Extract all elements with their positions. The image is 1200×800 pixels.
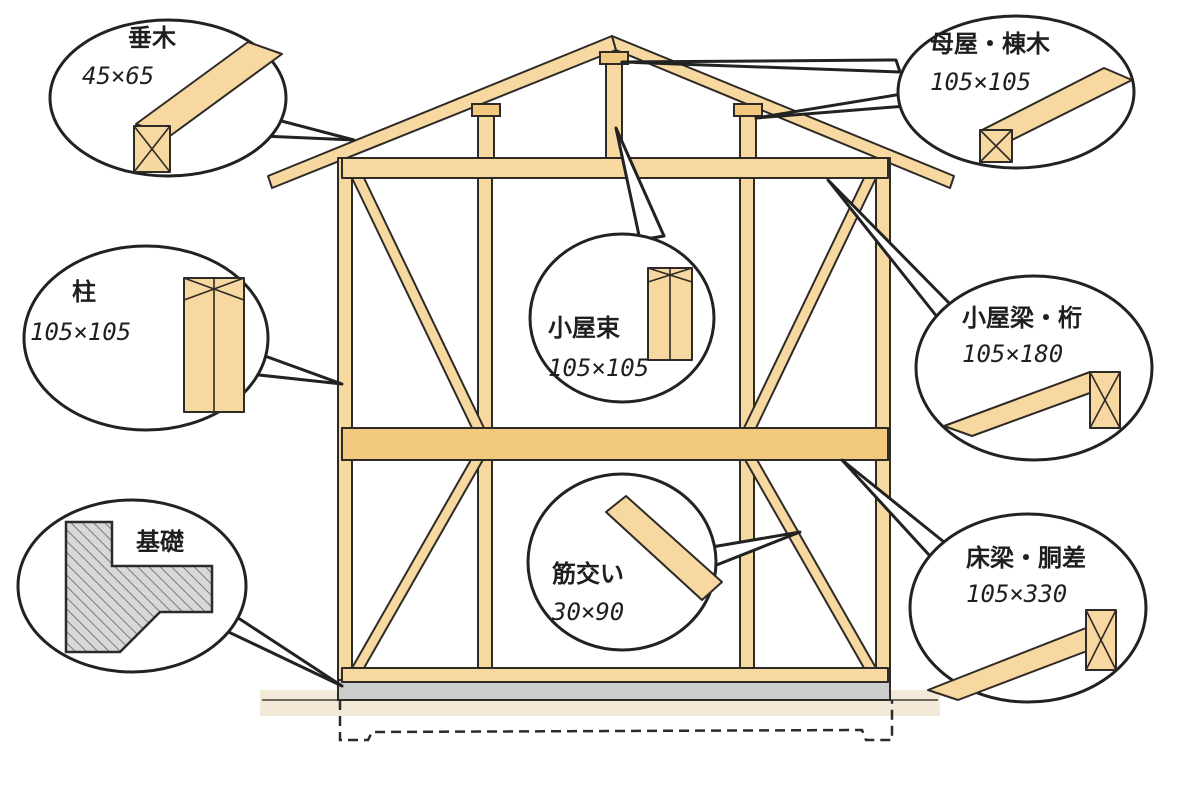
foundation-name: 基礎	[136, 528, 184, 556]
callout-floor-beam: 床梁・胴差 105×330	[840, 458, 1148, 704]
brace-name: 筋交い	[551, 560, 624, 588]
roof-beam-name: 小屋梁・桁	[962, 304, 1082, 332]
roof-beam-size: 105×180	[962, 340, 1063, 368]
rafter-name: 垂木	[128, 24, 177, 52]
purlin-ridge-name: 母屋・棟木	[930, 30, 1051, 58]
callout-rafter: 垂木 45×65	[48, 18, 356, 178]
roof-strut-name: 小屋束	[548, 314, 621, 342]
floor-beam-size: 105×330	[966, 580, 1067, 608]
sill-beam	[341, 667, 889, 683]
callout-roof-beam: 小屋梁・桁 105×180	[826, 178, 1154, 462]
callout-foundation: 基礎	[16, 498, 344, 688]
callout-roof-strut: 小屋束 105×105	[528, 126, 716, 404]
roof-struts	[471, 51, 763, 161]
callout-brace: 筋交い 30×90	[526, 472, 802, 652]
column-size: 105×105	[30, 318, 131, 346]
callout-purlin-ridge: 母屋・棟木 105×105	[620, 14, 1136, 170]
floor-beam-name: 床梁・胴差	[966, 544, 1086, 572]
callout-column: 柱 105×105	[22, 244, 344, 432]
roof-rafters	[267, 35, 955, 189]
roof-strut-size: 105×105	[548, 354, 649, 382]
column-name: 柱	[72, 278, 96, 306]
brace-size: 30×90	[551, 598, 624, 626]
rafter-size: 45×65	[82, 62, 154, 90]
roof-beam	[341, 157, 889, 179]
purlin-ridge-size: 105×105	[930, 68, 1031, 96]
floor-beam	[341, 427, 889, 461]
posts	[337, 157, 891, 681]
